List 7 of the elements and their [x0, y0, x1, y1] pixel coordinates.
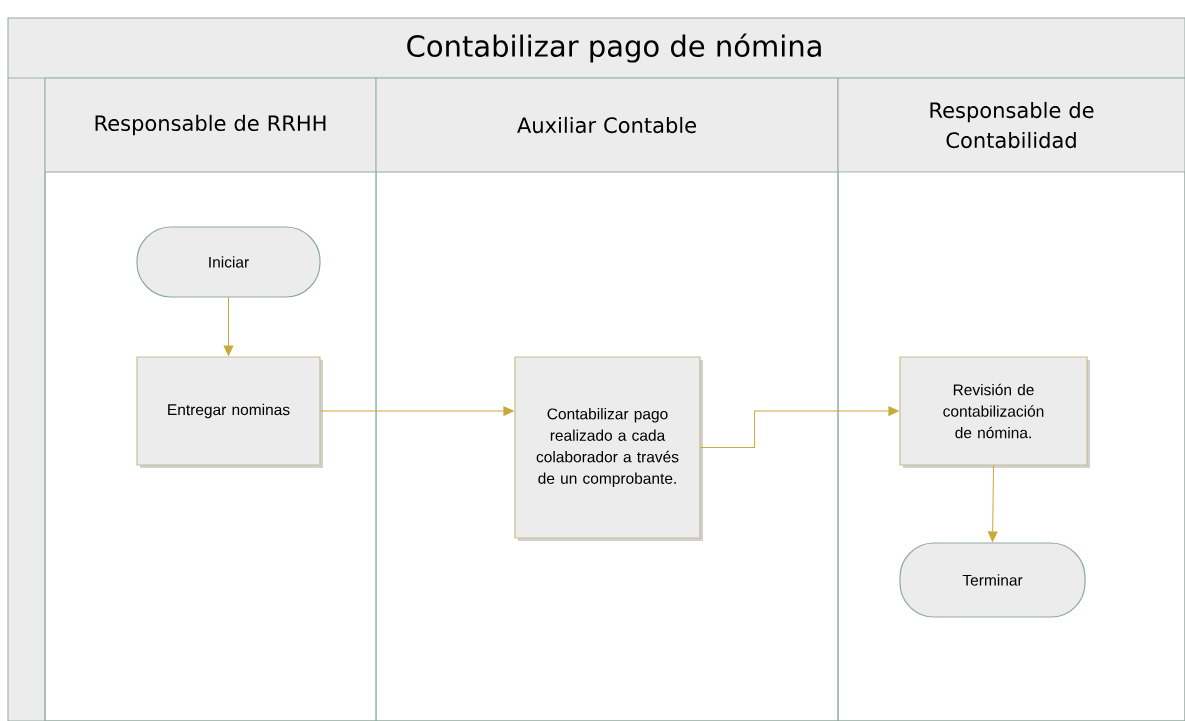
process-box: Entregar nominas	[136, 356, 323, 468]
arrow	[987, 465, 998, 542]
process-box: Revisión de contabilización de nómina.	[899, 356, 1090, 468]
arrow	[320, 406, 514, 416]
arrow	[223, 297, 234, 356]
process-box: Contabilizar pago realizado a cada colaborador a través de un comprobante.	[514, 356, 703, 541]
arrow	[700, 406, 899, 448]
